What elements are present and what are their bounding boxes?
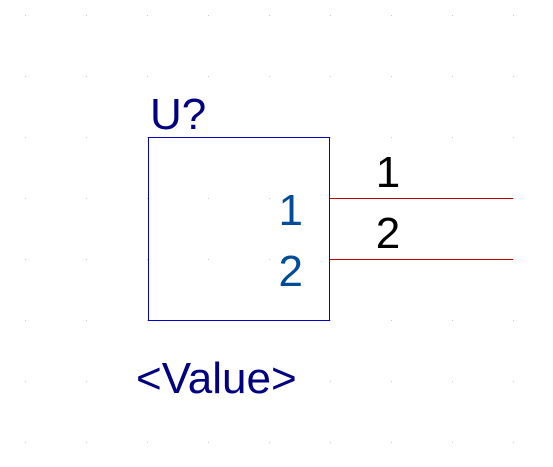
grid-dot — [147, 320, 148, 321]
grid-dot — [86, 15, 87, 16]
pin-2[interactable]: 2 2 — [279, 209, 513, 296]
grid-dot — [452, 442, 453, 443]
grid-dot — [269, 381, 270, 382]
grid-dot — [86, 320, 87, 321]
grid-dot — [513, 198, 514, 199]
grid-dot — [147, 198, 148, 199]
component-body[interactable] — [148, 137, 330, 321]
grid-dot — [391, 137, 392, 138]
grid-dot — [147, 259, 148, 260]
grid-dot — [269, 442, 270, 443]
grid-dot — [147, 442, 148, 443]
grid-dot — [513, 76, 514, 77]
grid-dot — [391, 15, 392, 16]
grid-dot — [391, 320, 392, 321]
grid-dot — [86, 442, 87, 443]
grid-dot — [25, 442, 26, 443]
grid-dot — [513, 259, 514, 260]
component-symbol[interactable]: U? 1 1 2 2 <Value> — [136, 90, 513, 403]
designator-label[interactable]: U? — [150, 90, 206, 139]
grid-dot — [147, 137, 148, 138]
value-label[interactable]: <Value> — [136, 354, 297, 403]
grid-dot — [330, 15, 331, 16]
grid-dot — [25, 198, 26, 199]
grid-dot — [86, 137, 87, 138]
grid-dot — [513, 15, 514, 16]
grid-dot — [25, 137, 26, 138]
grid-dot — [147, 381, 148, 382]
grid-dot — [86, 76, 87, 77]
grid-dot — [208, 15, 209, 16]
grid-dot — [25, 320, 26, 321]
grid-dot — [330, 442, 331, 443]
grid-dot — [513, 442, 514, 443]
grid-dot — [208, 381, 209, 382]
grid-dot — [330, 320, 331, 321]
grid-dot — [269, 198, 270, 199]
pin-1-name: 1 — [279, 186, 303, 235]
grid-dot — [25, 259, 26, 260]
grid-dot — [330, 137, 331, 138]
grid-dot — [269, 76, 270, 77]
grid-dot — [452, 15, 453, 16]
pin-2-number: 2 — [376, 209, 400, 258]
pin-1-number: 1 — [376, 148, 400, 197]
grid-dot — [513, 137, 514, 138]
grid-dot — [269, 15, 270, 16]
grid-dot — [147, 76, 148, 77]
pin-2-name: 2 — [279, 247, 303, 296]
grid-dot — [86, 381, 87, 382]
grid-dot — [208, 442, 209, 443]
grid-dot — [391, 381, 392, 382]
grid-dot — [86, 259, 87, 260]
grid-dot — [208, 198, 209, 199]
grid-dot — [513, 320, 514, 321]
grid-dot — [208, 76, 209, 77]
grid-dot — [452, 320, 453, 321]
grid-dot — [452, 137, 453, 138]
grid-dot — [147, 15, 148, 16]
grid-dot — [330, 381, 331, 382]
grid-dot — [25, 76, 26, 77]
grid-dot — [208, 259, 209, 260]
grid-dot — [25, 381, 26, 382]
grid-dot — [391, 442, 392, 443]
grid-dot — [269, 259, 270, 260]
grid-dot — [452, 381, 453, 382]
grid-dot — [513, 381, 514, 382]
grid-dot — [330, 76, 331, 77]
grid-dot — [25, 15, 26, 16]
pin-1[interactable]: 1 1 — [279, 148, 513, 235]
grid-dot — [391, 76, 392, 77]
grid-dot — [452, 76, 453, 77]
grid-dot — [86, 198, 87, 199]
